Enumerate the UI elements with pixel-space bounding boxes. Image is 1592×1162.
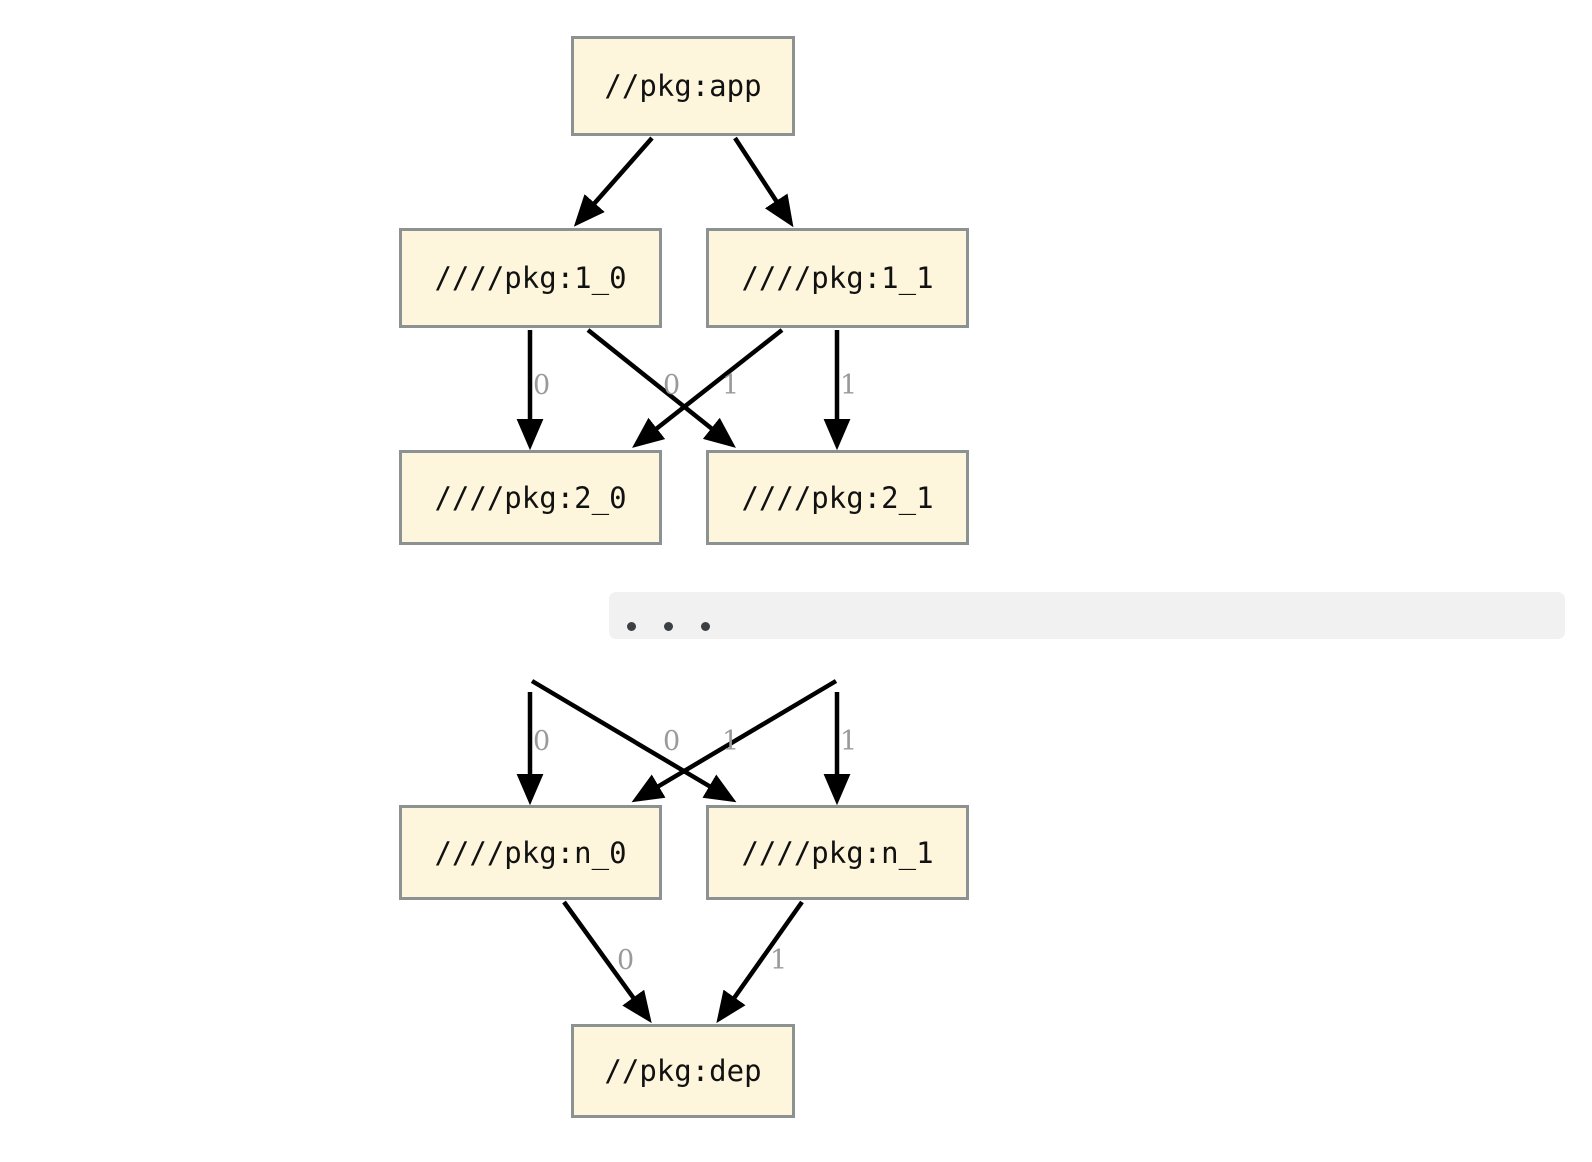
node-label: ////pkg:n_0	[434, 835, 627, 870]
ellipsis-dot	[664, 622, 673, 631]
node-pkg-app[interactable]: //pkg:app	[571, 36, 795, 136]
edge-prev-to-n_0-diagonal	[631, 679, 838, 803]
node-label: //pkg:dep	[604, 1054, 762, 1088]
node-pkg-n_1[interactable]: ////pkg:n_1	[706, 805, 969, 900]
node-pkg-n_0[interactable]: ////pkg:n_0	[399, 805, 662, 900]
edge-n_0-to-dep	[562, 900, 652, 1024]
edge-label-1_1-to-2_0: 0	[663, 370, 681, 401]
node-label: ////pkg:n_1	[741, 835, 934, 870]
node-pkg-2_1[interactable]: ////pkg:2_1	[706, 450, 969, 545]
edge-1_1-to-2_0	[632, 328, 784, 448]
node-pkg-2_0[interactable]: ////pkg:2_0	[399, 450, 662, 545]
edge-label-prev-to-n_0-diagonal: 0	[663, 726, 681, 757]
edge-app-to-1_1	[733, 136, 794, 228]
edge-label-1_0-to-2_1: 1	[722, 370, 740, 401]
ellipsis-dot	[627, 622, 636, 631]
edge-1_0-to-2_1	[586, 328, 736, 448]
edge-label-n_1-to-dep: 1	[770, 945, 788, 976]
node-pkg-dep[interactable]: //pkg:dep	[571, 1024, 795, 1118]
ellipsis-dot	[701, 622, 710, 631]
edge-label-n_0-to-dep: 0	[617, 945, 635, 976]
edge-label-1_1-to-2_1: 1	[840, 370, 858, 401]
edge-prev-to-n_1-diagonal	[530, 679, 737, 803]
node-label: ////pkg:1_1	[741, 261, 934, 295]
node-label: ////pkg:2_1	[741, 480, 934, 515]
node-pkg-1_0[interactable]: ////pkg:1_0	[399, 228, 662, 328]
node-pkg-1_1[interactable]: ////pkg:1_1	[706, 228, 969, 328]
edge-app-to-1_0	[573, 136, 654, 227]
node-label: ////pkg:1_0	[434, 261, 627, 295]
ellipsis-band	[609, 592, 1565, 639]
edge-label-1_0-to-2_0: 0	[533, 370, 551, 401]
edge-label-prev-to-n_1: 1	[840, 726, 858, 757]
node-label: ////pkg:2_0	[434, 480, 627, 515]
edge-n_1-to-dep	[716, 900, 804, 1024]
node-label: //pkg:app	[604, 69, 762, 103]
edge-label-prev-to-n_1-diagonal: 1	[722, 726, 740, 757]
edge-label-prev-to-n_0: 0	[533, 726, 551, 757]
